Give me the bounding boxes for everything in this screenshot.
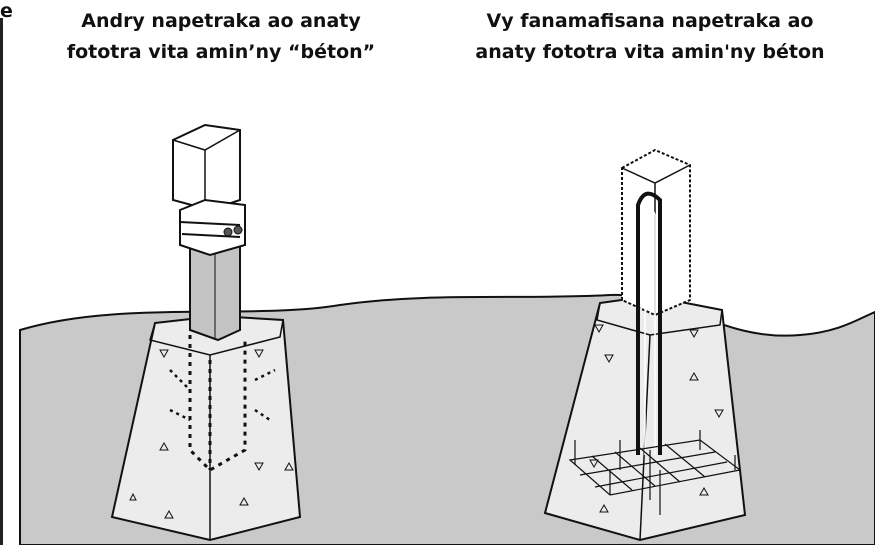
right-wooden-column <box>621 148 691 317</box>
right-rebar-grid <box>568 430 742 515</box>
left-steel-bracket <box>179 198 246 257</box>
caption-right: Vy fanamafisana napetraka ao anaty fotot… <box>420 6 875 68</box>
right-footing <box>543 148 747 542</box>
left-border-line <box>0 18 3 545</box>
caption-right-line1: Vy fanamafisana napetraka ao <box>486 10 814 32</box>
caption-left-line1: Andry napetraka ao anaty <box>81 10 361 32</box>
edge-text-fragment: e <box>0 0 13 22</box>
caption-left: Andry napetraka ao anaty fototra vita am… <box>15 6 427 68</box>
caption-right-line2: anaty fototra vita amin'ny béton <box>475 41 825 63</box>
left-footing <box>110 123 302 542</box>
left-wooden-column <box>172 123 241 212</box>
caption-left-line2: fototra vita amin’ny “béton” <box>66 41 376 63</box>
right-rebar-bar <box>636 191 662 455</box>
